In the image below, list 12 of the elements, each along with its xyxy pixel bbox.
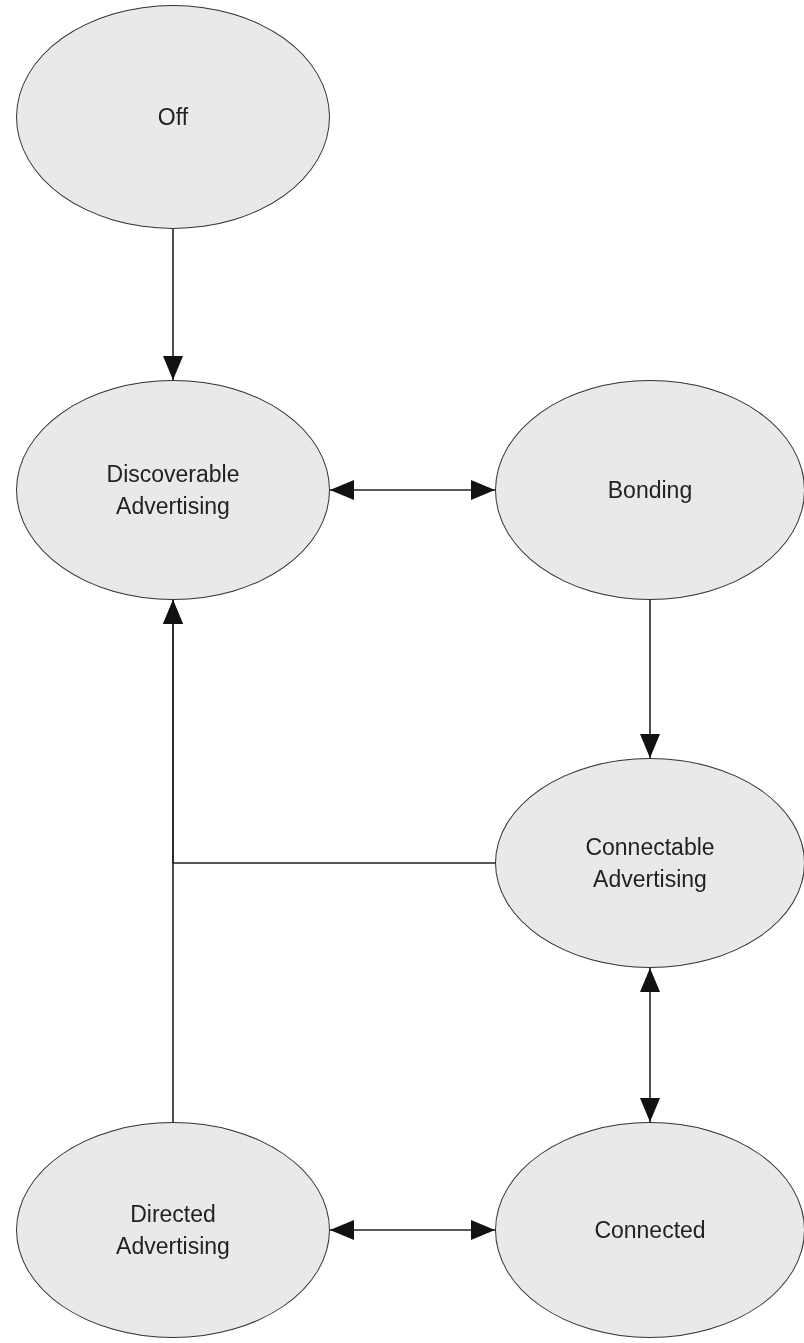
- state-label: Off: [156, 102, 190, 132]
- arrow: [329, 480, 496, 500]
- arrow: [329, 1220, 496, 1240]
- state-label: Directed Advertising: [115, 1199, 231, 1261]
- arrow: [163, 599, 183, 1123]
- state-label: Connected: [593, 1215, 707, 1245]
- arrow: [163, 228, 183, 381]
- arrow: [640, 967, 660, 1123]
- state-label: Connectable Advertising: [584, 832, 716, 894]
- state-label: Discoverable Advertising: [105, 459, 241, 521]
- arrow: [640, 599, 660, 759]
- state-label: Bonding: [606, 475, 694, 505]
